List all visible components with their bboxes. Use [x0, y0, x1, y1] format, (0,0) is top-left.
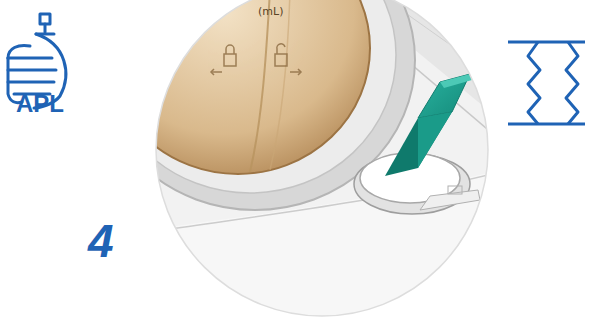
icon-label: APL [16, 92, 64, 116]
magnified-view [95, 0, 500, 329]
bag-icon [508, 42, 585, 124]
step-number: 4 [88, 218, 114, 264]
scale-unit: (mL) [258, 6, 283, 17]
